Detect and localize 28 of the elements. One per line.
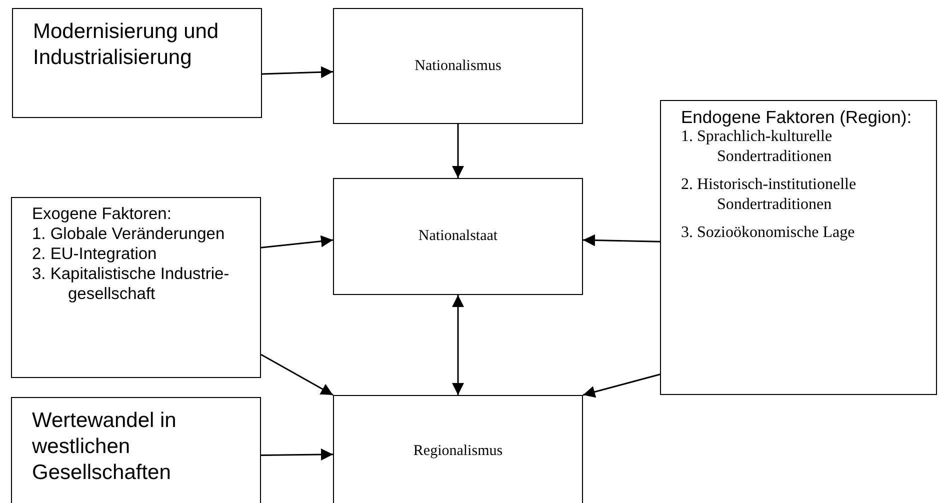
box-label: Nationalstaat: [418, 228, 498, 245]
list-item: 3. Kapitalistische Industrie-gesellschaft: [32, 264, 230, 304]
box-heading: Exogene Faktoren:: [32, 204, 172, 224]
text-box: [333, 395, 583, 503]
arrow: [260, 448, 334, 461]
text-box: [333, 178, 583, 295]
text-box: [11, 197, 261, 378]
list-item: 2. EU-Integration: [32, 244, 158, 264]
list-item: 2. Historisch-institutionelle Sondertraditionen: [681, 175, 858, 215]
arrow: [452, 124, 464, 178]
list-item: 1. Globale Veränderungen: [32, 224, 226, 244]
text-box: [660, 100, 937, 395]
box-label: Modernisierung und Industrialisierung: [33, 19, 220, 71]
list-item: 3. Sozioökonomische Lage: [681, 223, 856, 243]
box-label: Regionalismus: [413, 442, 503, 460]
box-label: Wertewandel in westlichen Gesellschaften: [32, 408, 178, 486]
box-heading: Endogene Faktoren (Region):: [681, 107, 913, 127]
list-item: 1. Sprachlich-kulturelle Sondertraditionen: [681, 127, 834, 167]
arrow: [582, 374, 660, 398]
arrow: [260, 354, 334, 396]
box-label: Nationalismus: [414, 58, 502, 74]
text-box: [12, 8, 262, 118]
text-box: [11, 397, 261, 503]
text-box: [333, 8, 583, 124]
arrow: [452, 295, 464, 395]
arrow: [582, 234, 660, 246]
arrow: [262, 66, 334, 78]
arrow: [260, 235, 334, 248]
